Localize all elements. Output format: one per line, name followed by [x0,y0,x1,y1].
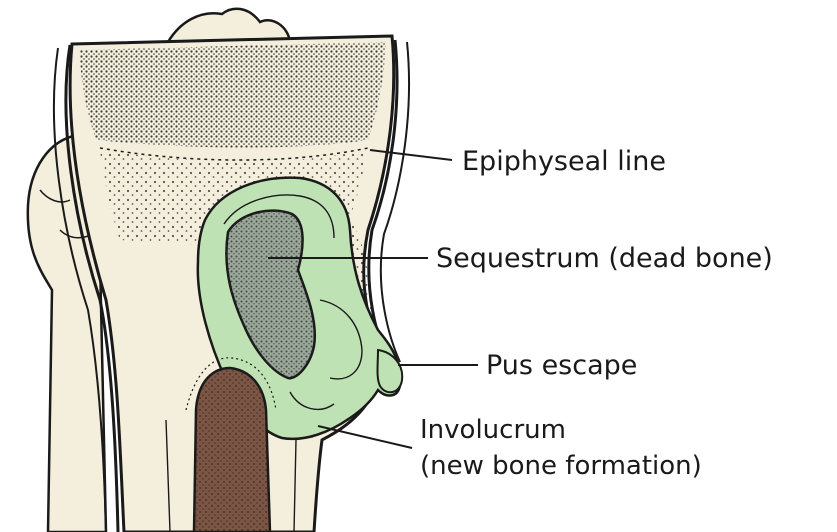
label-epiphyseal-line: Epiphyseal line [462,146,666,177]
label-involucrum: Involucrum [420,415,566,445]
label-sequestrum: Sequestrum (dead bone) [436,243,773,274]
label-involucrum-sub: (new bone formation) [420,451,702,481]
label-pus-escape: Pus escape [486,350,637,381]
marrow-texture [194,368,270,532]
articular-surface [168,9,290,42]
leader-involucrum [318,426,412,448]
epiphysis-trabecular [80,42,386,148]
